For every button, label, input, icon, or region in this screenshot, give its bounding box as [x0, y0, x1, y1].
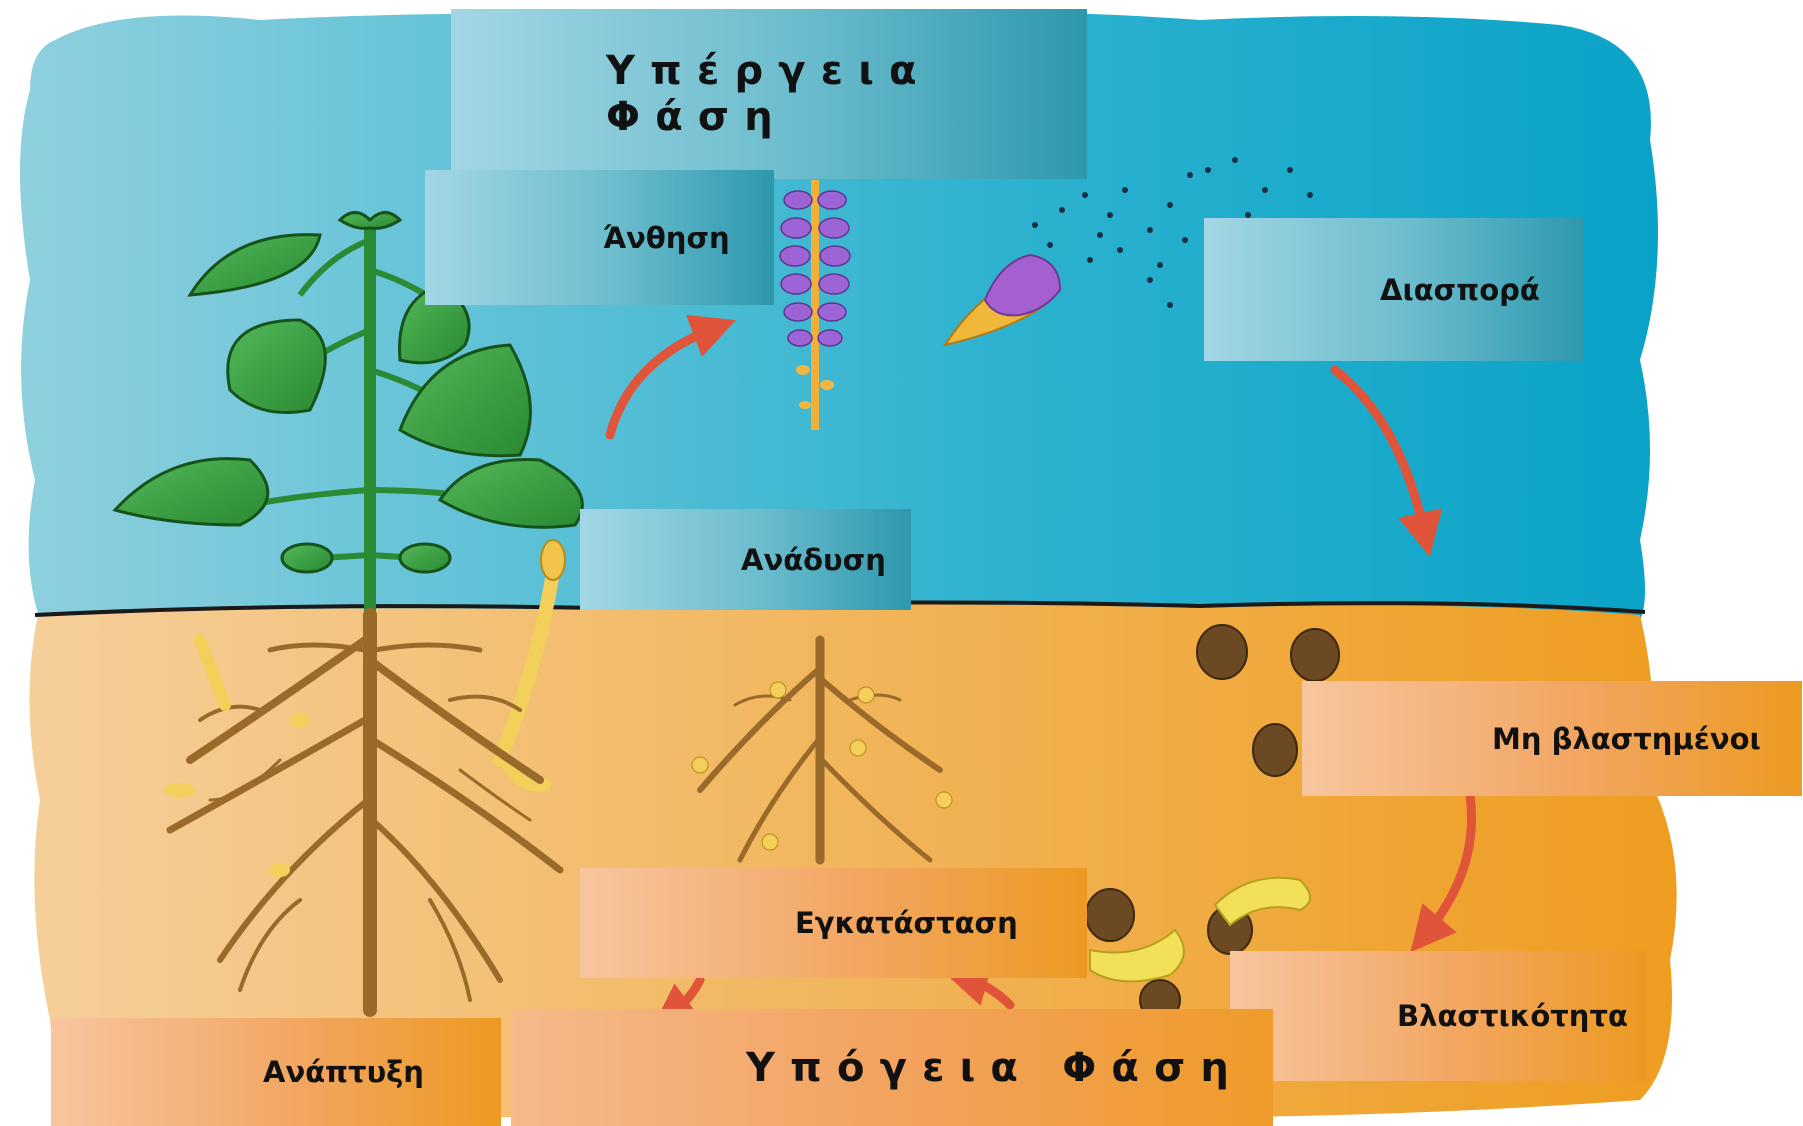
stage-flowering: Άνθηση	[425, 170, 774, 305]
stage-emergence: Ανάδυση	[580, 509, 911, 610]
stage-development-label: Ανάπτυξη	[263, 1055, 424, 1089]
stage-emergence-label: Ανάδυση	[741, 543, 886, 577]
stage-germinability: Βλαστικότητα	[1230, 951, 1647, 1081]
stage-establishment-label: Εγκατάσταση	[795, 906, 1018, 940]
stage-establishment: Εγκατάσταση	[580, 868, 1087, 978]
stage-non-germinated: Μη βλαστημένοι	[1302, 681, 1802, 796]
below-ground-phase-title: Υπόγεια Φάση	[511, 1009, 1273, 1126]
above-ground-phase-title-text: Υπέργεια Φάση	[606, 48, 1087, 140]
stage-flowering-label: Άνθηση	[603, 221, 730, 255]
below-ground-phase-title-text: Υπόγεια Φάση	[746, 1045, 1244, 1091]
stage-germinability-label: Βλαστικότητα	[1397, 999, 1628, 1033]
stage-development: Ανάπτυξη	[51, 1018, 501, 1126]
stage-dispersal: Διασπορά	[1204, 218, 1584, 361]
above-ground-phase-title: Υπέργεια Φάση	[451, 9, 1087, 179]
stage-non-germinated-label: Μη βλαστημένοι	[1492, 722, 1761, 756]
stage-dispersal-label: Διασπορά	[1380, 273, 1540, 307]
